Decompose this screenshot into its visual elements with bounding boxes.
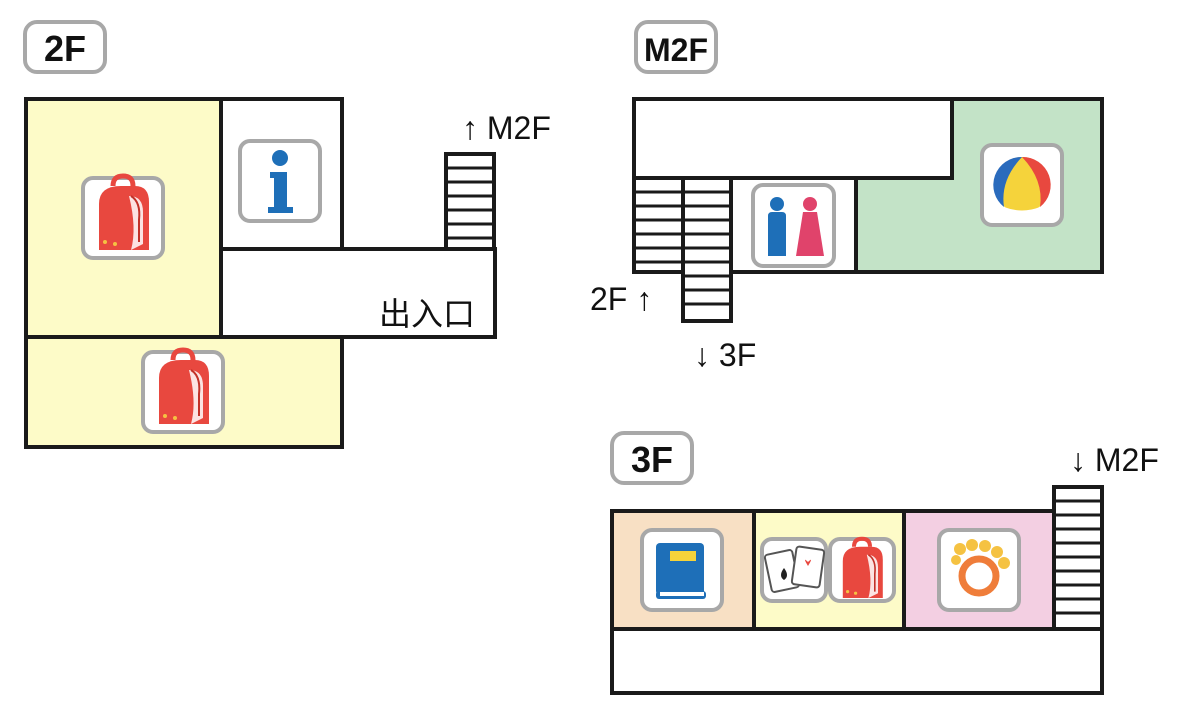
floor-label-3f[interactable]: 3F <box>610 431 694 485</box>
svg-text:3F: 3F <box>631 439 673 480</box>
svg-text:2F: 2F <box>44 28 86 69</box>
floor-3f: 3F ↓ M2F <box>610 431 1159 695</box>
svg-text:M2F: M2F <box>644 32 708 68</box>
stair-note-2f: ↑ M2F <box>462 110 551 146</box>
restroom-icon[interactable] <box>751 183 836 268</box>
backpack-icon[interactable] <box>141 350 225 434</box>
stair-note-m2f-up: 2F ↑ <box>590 281 652 317</box>
stairs-m2f-down[interactable] <box>681 176 733 323</box>
stairs-3f[interactable] <box>1052 485 1104 631</box>
stairs-2f[interactable] <box>444 152 496 251</box>
info-icon[interactable] <box>238 139 322 223</box>
backpack-icon[interactable] <box>81 176 165 260</box>
beach-ball-icon[interactable] <box>980 143 1064 227</box>
flower-ring-icon[interactable] <box>937 528 1021 612</box>
corridor-3f[interactable] <box>610 627 1104 695</box>
floor-2f: 2F ↑ M2F 出入口 <box>23 20 551 449</box>
floor-label-m2f[interactable]: M2F <box>634 20 718 74</box>
stair-note-3f: ↓ M2F <box>1070 442 1159 478</box>
room-m2f-top[interactable] <box>632 97 954 180</box>
playing-cards-icon[interactable] <box>760 537 828 603</box>
floor-label-2f[interactable]: 2F <box>23 20 107 74</box>
stair-note-m2f-down: ↓ 3F <box>694 337 756 373</box>
backpack-icon[interactable] <box>828 539 896 603</box>
floor-m2f: M2F 2F ↑ ↓ 3F <box>590 20 1104 373</box>
stairs-m2f-up[interactable] <box>632 176 685 274</box>
book-icon[interactable] <box>640 528 724 612</box>
corridor-2f[interactable] <box>219 247 497 339</box>
entrance-label: 出入口 <box>379 296 475 332</box>
